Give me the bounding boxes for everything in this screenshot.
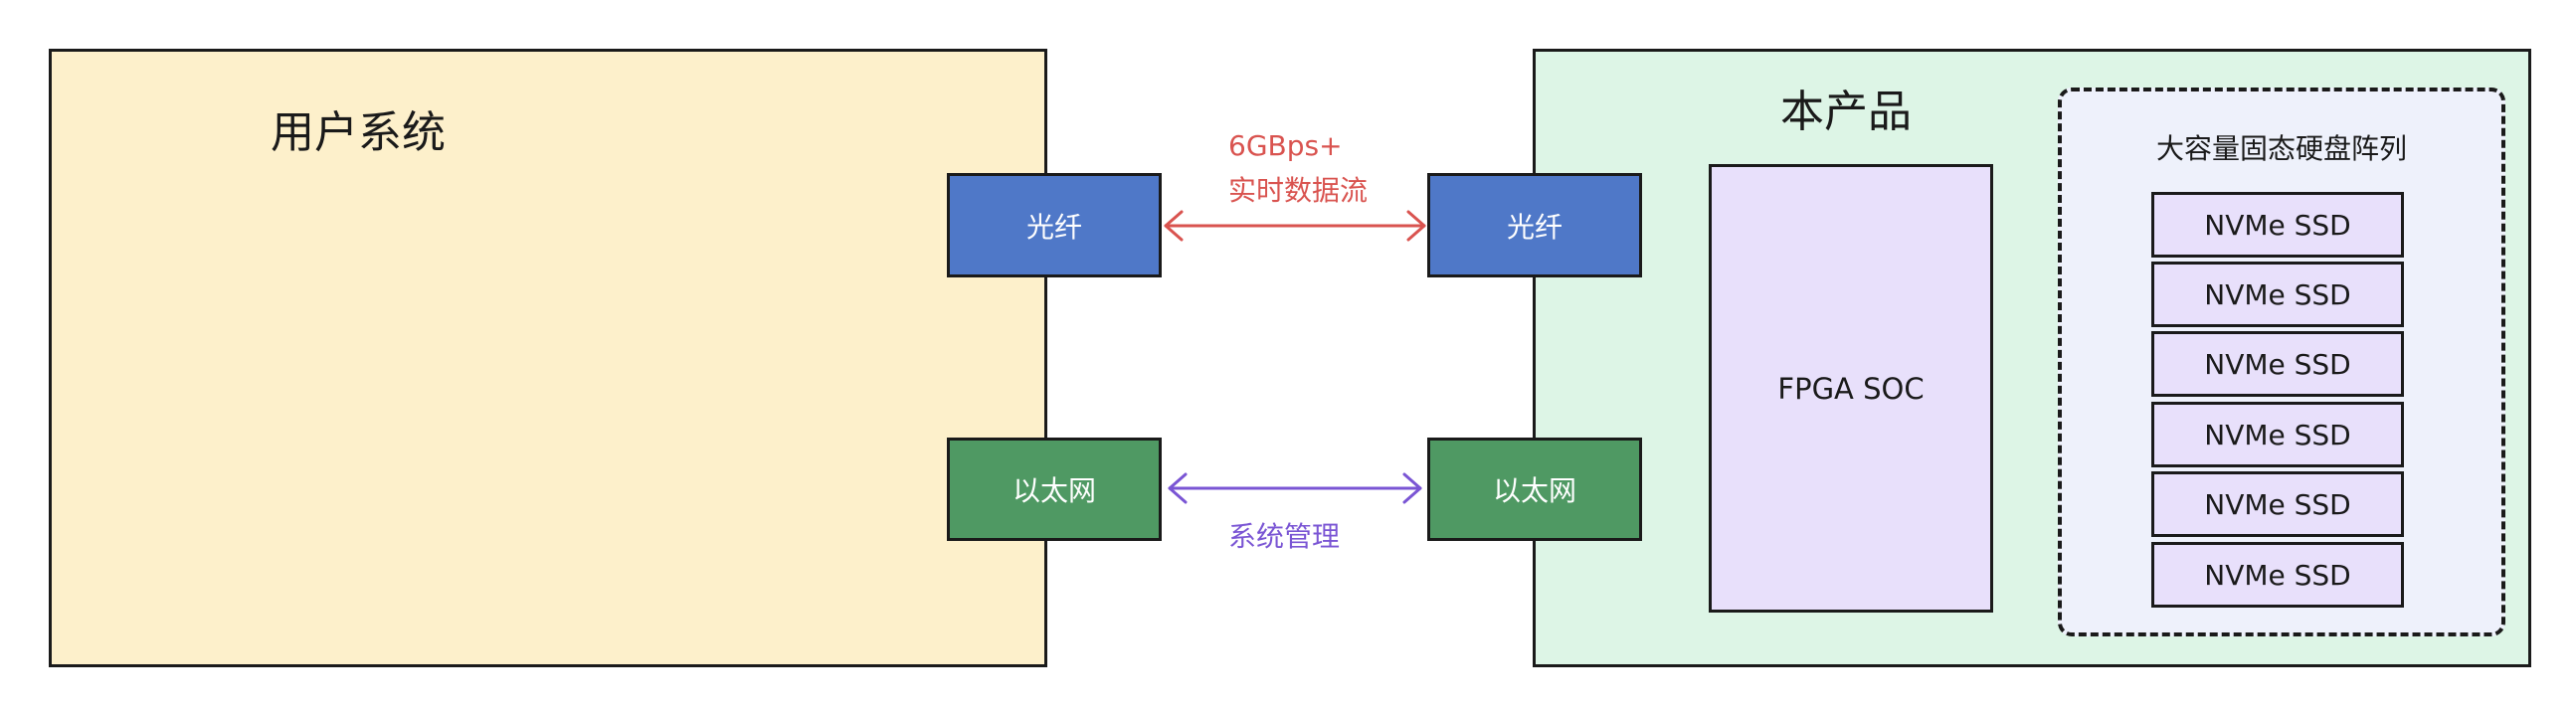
ssd-drive: NVMe SSD — [2151, 192, 2404, 258]
ssd-drive: NVMe SSD — [2151, 542, 2404, 608]
data-link-label-rate: 6GBps+ — [1228, 129, 1343, 162]
product-title: 本产品 — [1780, 87, 1912, 137]
user-ethernet-port: 以太网 — [947, 438, 1162, 541]
ssd-drive: NVMe SSD — [2151, 262, 2404, 327]
user-fiber-port: 光纤 — [947, 173, 1162, 277]
fpga-soc-block: FPGA SOC — [1709, 164, 1993, 613]
product-fiber-port: 光纤 — [1427, 173, 1642, 277]
mgmt-link-label: 系统管理 — [1228, 520, 1341, 553]
product-ethernet-port: 以太网 — [1427, 438, 1642, 541]
ssd-drive: NVMe SSD — [2151, 471, 2404, 537]
data-link-arrow — [1164, 210, 1426, 242]
storage-array-title: 大容量固态硬盘阵列 — [2155, 132, 2407, 165]
mgmt-link-arrow — [1168, 472, 1422, 504]
data-link-label-desc: 实时数据流 — [1228, 174, 1369, 207]
user-system-title: 用户系统 — [271, 107, 446, 158]
user-system-box — [49, 49, 1047, 667]
ssd-drive: NVMe SSD — [2151, 402, 2404, 467]
ssd-drive: NVMe SSD — [2151, 331, 2404, 397]
